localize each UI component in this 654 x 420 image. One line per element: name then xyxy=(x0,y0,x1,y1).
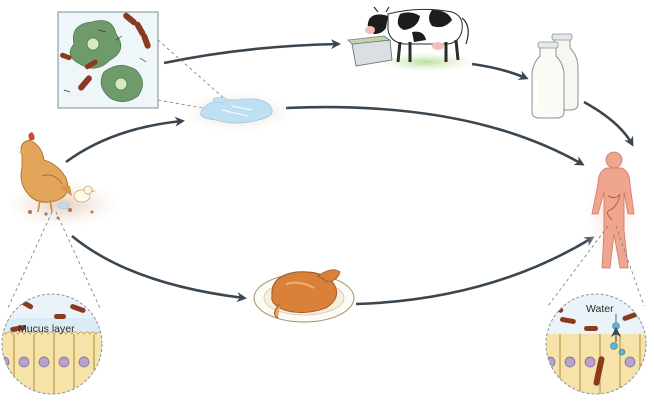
water-puddle xyxy=(184,92,292,132)
milk-bottles xyxy=(531,33,579,119)
arrow-chicken-to-plate xyxy=(71,234,247,303)
arrow-chicken-to-water xyxy=(65,116,185,164)
chicken-with-chick xyxy=(6,132,118,228)
amoeba-inset xyxy=(57,11,227,111)
arrow-water-to-human xyxy=(285,105,585,166)
water-label: Water xyxy=(586,303,614,315)
arrow-milk-to-human xyxy=(583,100,634,147)
arrow-plate-to-human xyxy=(355,236,595,306)
human-figure xyxy=(580,150,644,274)
cow-with-trough xyxy=(347,6,476,72)
mucus-layer-label: Mucus layer xyxy=(18,323,75,335)
arrow-amoeba-to-cow xyxy=(163,39,341,65)
roast-chicken-plate xyxy=(253,269,355,323)
arrow-cow-to-milk xyxy=(471,62,529,80)
intestinal-epithelium-mucus-inset: Mucus layer xyxy=(1,211,103,395)
